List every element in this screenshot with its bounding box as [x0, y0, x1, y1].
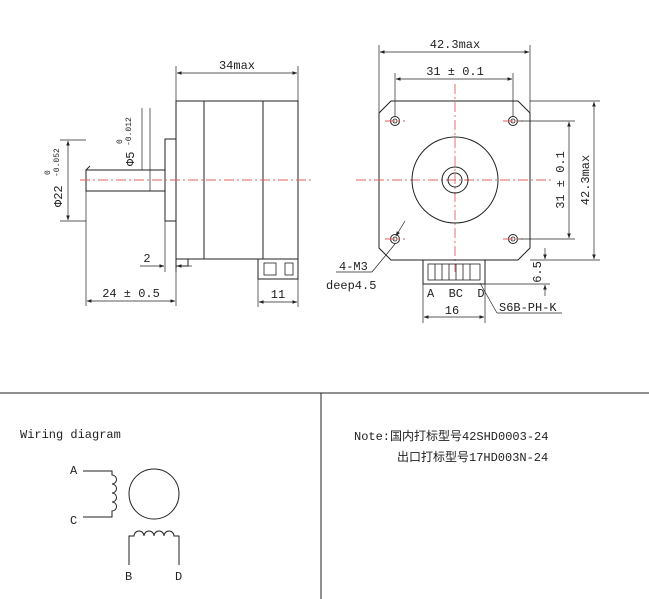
note-block: Note:国内打标型号42SHD0003-24 出口打标型号17HD003N-2…: [354, 429, 548, 465]
wire-d-label: D: [175, 570, 182, 584]
dim-shaft-dia-tol-lower: -0.052: [53, 148, 62, 177]
label-pins: A BC D: [427, 287, 485, 301]
label-thread: 4-M3: [339, 260, 368, 274]
dim-connector-span: 16: [445, 304, 459, 318]
front-flange: [378, 100, 531, 261]
dim-hole-spacing-v: 31 ± 0.1: [554, 151, 568, 209]
motor-shaft: [85, 169, 166, 192]
mount-holes: [385, 116, 523, 244]
front-view: 42.3max 31 ± 0.1 31 ± 0.1 42.3max 6.5 16…: [326, 38, 600, 323]
wire-a-label: A: [70, 464, 78, 478]
rotor-symbol: [128, 468, 180, 520]
dim-shaft-dia: Φ22: [52, 185, 66, 207]
dim-length-max: 34max: [219, 59, 255, 73]
dim-boss: 2: [143, 252, 150, 266]
wire-b-label: B: [125, 570, 132, 584]
wiring-diagram: Wiring diagram A C B D: [20, 428, 182, 584]
dim-hole-spacing-h: 31 ± 0.1: [426, 65, 484, 79]
front-boss: [411, 136, 499, 224]
side-view: 34max Φ22 0 -0.052 Φ5 0 -0.012 2 24 ± 0.…: [44, 59, 312, 307]
front-connector: [422, 259, 486, 285]
dim-shaft-small-tol-upper: 0: [116, 139, 125, 144]
dim-shaft-length: 24 ± 0.5: [102, 287, 160, 301]
dim-connector-width: 11: [271, 288, 285, 302]
coil-bd: [128, 530, 180, 565]
dim-flange-height: 42.3max: [579, 155, 593, 205]
dim-connector-height: 6.5: [531, 261, 545, 283]
dim-shaft-dia-tol-upper: 0: [44, 170, 53, 175]
dim-shaft-small-tol-lower: -0.012: [125, 117, 134, 146]
side-connector: [257, 258, 299, 280]
note-line-2: 出口打标型号17HD003N-24: [397, 450, 548, 465]
dim-shaft-small-dia: Φ5: [124, 152, 138, 166]
wiring-title: Wiring diagram: [20, 428, 121, 442]
coil-ac: [83, 470, 117, 518]
info-table: [0, 392, 649, 599]
note-line-1: Note:国内打标型号42SHD0003-24: [354, 429, 548, 444]
label-connector-type: S6B-PH-K: [499, 301, 557, 315]
label-thread-depth: deep4.5: [326, 279, 376, 293]
wire-c-label: C: [70, 514, 77, 528]
dim-flange-width: 42.3max: [430, 38, 480, 52]
